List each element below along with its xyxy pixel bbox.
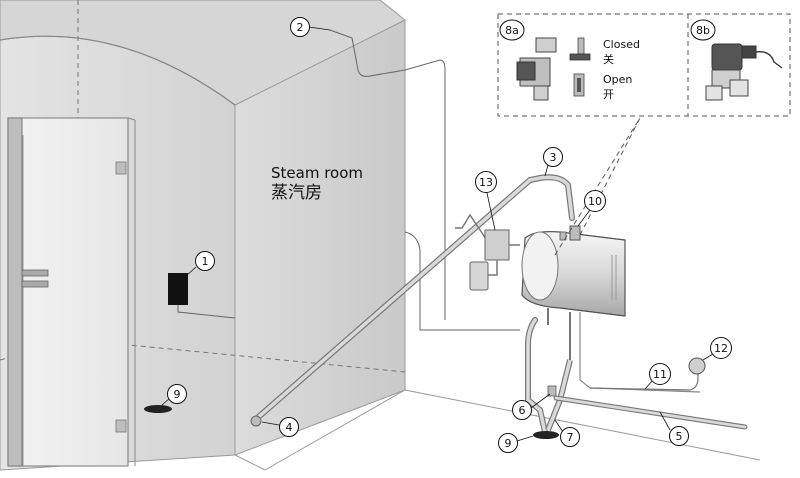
door-hinge-bottom (115, 419, 127, 433)
floor-drain-outside (533, 431, 559, 439)
power-switch (688, 357, 706, 375)
callout-9-outside: 9 (498, 433, 534, 453)
svg-text:7: 7 (567, 431, 574, 444)
svg-text:10: 10 (588, 195, 602, 208)
svg-text:2: 2 (297, 21, 304, 34)
legend-8b-id: 8b (696, 24, 710, 37)
power-cable (589, 368, 699, 391)
room-label-cn: 蒸汽房 (271, 183, 322, 203)
callout-6: 6 (512, 393, 551, 420)
callout-13: 13 (475, 171, 497, 231)
legend-8a-badge (499, 19, 525, 41)
svg-text:9: 9 (505, 437, 512, 450)
svg-text:3: 3 (550, 151, 557, 164)
closed-handle-icon (569, 37, 591, 61)
filter (469, 261, 489, 291)
svg-text:1: 1 (202, 255, 209, 268)
callout-12: 12 (702, 337, 732, 361)
callout-5: 5 (659, 411, 689, 446)
solenoid-valve-icon (705, 43, 783, 101)
callout-1: 1 (185, 251, 215, 277)
callout-3: 3 (543, 147, 563, 177)
svg-text:11: 11 (653, 368, 667, 381)
callout-4: 4 (261, 417, 299, 437)
open-handle-icon (573, 73, 585, 97)
callout-7: 7 (554, 419, 580, 447)
callout-10: 10 (577, 190, 606, 227)
legend-8a-id: 8a (505, 24, 519, 37)
steam-pipe (250, 174, 575, 427)
callout-9-inside: 9 (161, 384, 187, 406)
callout-2: 2 (290, 17, 331, 37)
steam-outlet (250, 415, 262, 427)
valve-legend-box: 8a Closed 关 Open 开 8b (497, 13, 791, 117)
glass-door (7, 117, 136, 467)
legend-8b-badge (690, 19, 716, 41)
legend-closed-en: Closed (603, 38, 640, 51)
drain-valve (547, 385, 557, 397)
door-hinge-top (115, 161, 127, 175)
legend-closed-cn: 关 (603, 52, 614, 66)
door-handle (21, 269, 49, 277)
legend-open-en: Open (603, 73, 632, 86)
steam-generator (521, 225, 701, 393)
water-inlet-assembly (455, 213, 520, 291)
legend-open-cn: 开 (603, 88, 614, 101)
svg-text:5: 5 (676, 430, 683, 443)
svg-text:6: 6 (519, 404, 526, 417)
water-supply-pipe (553, 395, 748, 430)
safety-valve (569, 225, 581, 241)
control-panel (168, 273, 188, 305)
room-label-en: Steam room (271, 164, 363, 182)
svg-text:13: 13 (479, 176, 493, 189)
floor-drain-inside (144, 405, 172, 413)
svg-text:12: 12 (714, 342, 728, 355)
callout-11: 11 (644, 363, 671, 390)
svg-text:4: 4 (286, 421, 293, 434)
solenoid-valve (484, 229, 510, 261)
svg-text:9: 9 (174, 388, 181, 401)
ball-valve-icon (516, 37, 557, 101)
